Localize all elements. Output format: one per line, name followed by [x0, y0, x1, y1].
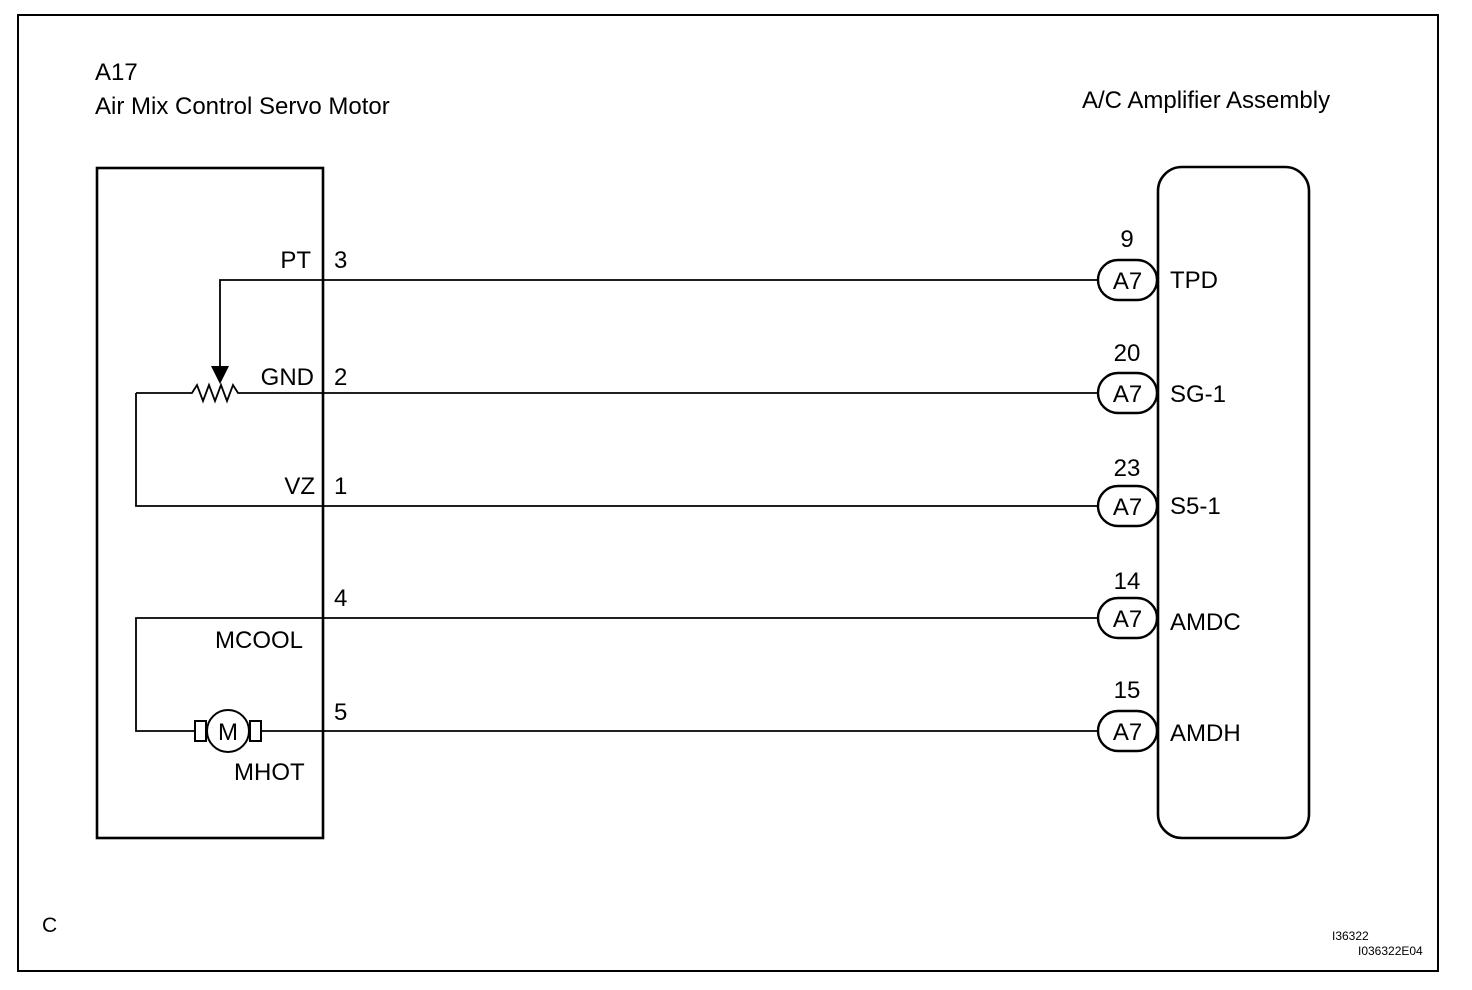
figure-id-secondary: I036322E04 — [1358, 944, 1423, 958]
connector-bubble — [1096, 596, 1159, 640]
motor-signal-label: PT — [280, 247, 311, 274]
motor-pin-number: 5 — [334, 699, 347, 726]
wiper-lead — [219, 279, 323, 370]
motor-symbol-label: M — [218, 719, 238, 746]
corner-letter: C — [42, 914, 57, 937]
motor-signal-label: GND — [261, 364, 314, 391]
amplifier-title: A/C Amplifier Assembly — [1082, 87, 1330, 114]
amplifier-pin-number: 14 — [1114, 568, 1141, 595]
amplifier-pin-number: 20 — [1114, 340, 1141, 367]
amplifier-terminal-label: SG-1 — [1170, 381, 1226, 408]
motor-brush-right — [249, 720, 262, 742]
servo-motor-box — [95, 166, 325, 840]
connector-label: A7 — [1113, 381, 1142, 408]
amplifier-pin-number: 9 — [1120, 226, 1133, 253]
connector-label: A7 — [1113, 494, 1142, 521]
amplifier-pin-number: 15 — [1114, 677, 1141, 704]
connector-bubble — [1096, 258, 1159, 302]
motor-brush-left — [194, 720, 207, 742]
amplifier-pin-number: 23 — [1114, 455, 1141, 482]
motor-pin-number: 4 — [334, 585, 347, 612]
servo-code: A17 — [95, 59, 138, 86]
motor-signal-label: MCOOL — [215, 627, 303, 654]
connector-bubble — [1096, 371, 1159, 415]
outer-frame — [17, 14, 1439, 972]
figure-id: I36322 — [1332, 929, 1369, 943]
wiper-arrow-icon — [211, 366, 229, 384]
vz-internal-lead — [135, 393, 323, 507]
connector-bubble — [1096, 709, 1159, 753]
connector-label: A7 — [1113, 268, 1142, 295]
connector-label: A7 — [1113, 606, 1142, 633]
amplifier-box — [1156, 165, 1311, 840]
amplifier-terminal-label: AMDH — [1170, 720, 1241, 747]
amplifier-terminal-label: AMDC — [1170, 609, 1241, 636]
amplifier-terminal-label: TPD — [1170, 267, 1218, 294]
motor-pin-number: 3 — [334, 247, 347, 274]
servo-title: Air Mix Control Servo Motor — [95, 93, 390, 120]
motor-signal-label: MHOT — [234, 759, 305, 786]
connector-label: A7 — [1113, 719, 1142, 746]
amplifier-terminal-label: S5-1 — [1170, 493, 1221, 520]
mcool-internal-lead — [135, 617, 323, 732]
motor-signal-label: VZ — [284, 473, 315, 500]
potentiometer-resistor-icon — [136, 382, 323, 404]
connector-bubble — [1096, 484, 1159, 528]
motor-pin-number: 1 — [334, 473, 347, 500]
motor-pin-number: 2 — [334, 364, 347, 391]
